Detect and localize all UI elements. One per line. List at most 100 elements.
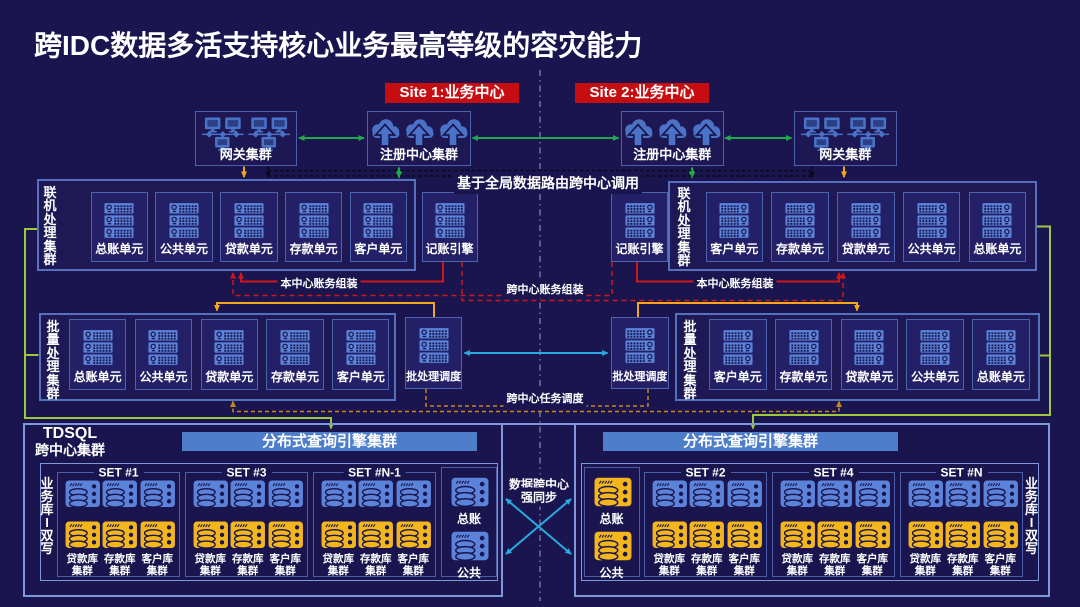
batch-unit-left-0-label: 总账单元 (73, 370, 122, 384)
server-stack-icon (986, 329, 1016, 366)
database-icon (102, 480, 138, 508)
batch-unit-left-3-label: 存款单元 (271, 370, 320, 384)
db-cluster-label: 贷款库集群 (322, 553, 355, 577)
server-stack-icon (789, 329, 819, 366)
gateway-cluster-right-label: 网关集群 (819, 147, 872, 162)
global-db-label: 总账 (456, 512, 481, 526)
batch-unit-right-4: 总账单元 (972, 319, 1030, 390)
database-icon (268, 521, 304, 549)
batch-unit-right-1-label: 存款单元 (779, 370, 828, 384)
online-unit-right-0-label: 客户单元 (710, 242, 759, 256)
global-db-label: 公共 (599, 566, 624, 580)
database-icon (230, 521, 266, 549)
sync-x-2 (505, 498, 572, 555)
server-stack-icon (625, 327, 655, 364)
server-stack-icon (299, 202, 329, 239)
database-icon (727, 480, 763, 508)
online-unit-left-2-label: 贷款单元 (224, 242, 273, 256)
online-unit-left-4: 客户单元 (349, 192, 408, 262)
database-icon (140, 480, 176, 508)
batch-cluster-label-right: 批量处理集群 (683, 319, 697, 402)
online-unit-right-2: 贷款单元 (837, 192, 895, 262)
ledger-engine-right: 记账引擎 (611, 191, 668, 262)
set-box-1: SET #1 贷款库集群存款库集群客户库集群 (57, 465, 180, 577)
db-cluster-label: 贷款库集群 (909, 553, 942, 577)
server-stack-icon (214, 329, 244, 366)
registry-cluster-left: 注册中心集群 (367, 111, 471, 166)
server-stack-icon (83, 329, 113, 366)
server-stack-icon (234, 202, 264, 239)
tdsql-title-line2: 跨中心集群 (35, 442, 105, 458)
local-assembly-label-left: 本中心账务组装 (277, 273, 361, 292)
server-stack-icon (169, 202, 199, 239)
server-stack-icon (363, 202, 393, 239)
gateway-cluster-left-label: 网关集群 (219, 147, 272, 162)
database-icon (451, 531, 489, 562)
sync-label-line2: 强同步 (517, 487, 561, 507)
online-unit-left-4-label: 客户单元 (354, 242, 403, 256)
online-unit-left-0: 总账单元 (90, 192, 148, 262)
global-db-label: 总账 (599, 512, 624, 526)
db-cluster-label: 客户库集群 (141, 553, 174, 577)
batch-unit-right-1: 存款单元 (774, 319, 833, 390)
server-stack-icon (434, 202, 465, 239)
database-icon (945, 521, 981, 549)
gateway-cluster-right: 网关集群 (794, 111, 897, 166)
batch-unit-right-3-label: 公共单元 (911, 370, 960, 384)
database-icon (780, 480, 816, 508)
db-cluster-label: 客户库集群 (397, 553, 430, 577)
set-box-1-name: SET #1 (93, 465, 144, 480)
database-icon (193, 480, 229, 508)
server-stack-icon (280, 329, 310, 366)
database-icon (230, 480, 266, 508)
online-unit-right-1: 存款单元 (771, 192, 829, 262)
site2-badge: Site 2:业务中心 (575, 83, 709, 103)
online-unit-left-0-label: 总账单元 (95, 242, 144, 256)
online-unit-right-3: 公共单元 (902, 192, 961, 262)
database-icon (780, 521, 816, 549)
batch-unit-left-1-label: 公共单元 (139, 370, 188, 384)
db-cluster-label: 存款库集群 (104, 553, 136, 577)
db-cluster-label: 客户库集群 (728, 553, 761, 577)
db-cluster-label: 客户库集群 (856, 553, 889, 577)
database-icon (451, 477, 489, 508)
database-icon (945, 480, 981, 508)
server-stack-icon (920, 329, 950, 366)
batch-unit-left-2-label: 贷款单元 (205, 370, 254, 384)
database-icon (594, 477, 632, 508)
tdsql-inner-box-left (39, 463, 498, 581)
online-cluster-label-left: 联机处理集群 (43, 185, 57, 268)
online-cluster-label-right: 联机处理集群 (677, 186, 691, 269)
cloud-upload-icon (370, 116, 468, 148)
server-stack-icon (419, 327, 449, 364)
server-stack-icon (148, 329, 178, 366)
db-cluster-label: 存款库集群 (691, 553, 723, 577)
database-icon (396, 480, 432, 508)
registry-cluster-right-label: 注册中心集群 (633, 147, 712, 162)
database-icon (855, 480, 891, 508)
database-icon (689, 480, 725, 508)
set-box-4-name: SET #4 (808, 465, 859, 480)
db-cluster-label: 贷款库集群 (653, 553, 686, 577)
batch-unit-left-4-label: 客户单元 (336, 370, 385, 384)
database-icon (140, 521, 176, 549)
server-stack-icon (851, 202, 881, 239)
ledger-engine-left-label: 记账引擎 (425, 242, 474, 256)
db-cluster-label: 贷款库集群 (66, 553, 99, 577)
cross-assembly-label: 跨中心账务组装 (503, 279, 587, 298)
server-stack-icon (104, 202, 134, 239)
online-unit-right-3-label: 公共单元 (907, 242, 956, 256)
local-assembly-label-right: 本中心账务组装 (693, 273, 777, 292)
batch-unit-left-0: 总账单元 (69, 319, 127, 390)
server-stack-icon (719, 202, 749, 239)
batch-unit-left-1: 公共单元 (134, 319, 193, 390)
online-unit-left-1-label: 公共单元 (160, 242, 209, 256)
server-stack-icon (785, 202, 815, 239)
database-icon (594, 531, 632, 562)
batch-unit-right-2-label: 贷款单元 (845, 370, 894, 384)
global-db-box-right: 总账公共 (583, 467, 640, 580)
database-icon (817, 480, 853, 508)
